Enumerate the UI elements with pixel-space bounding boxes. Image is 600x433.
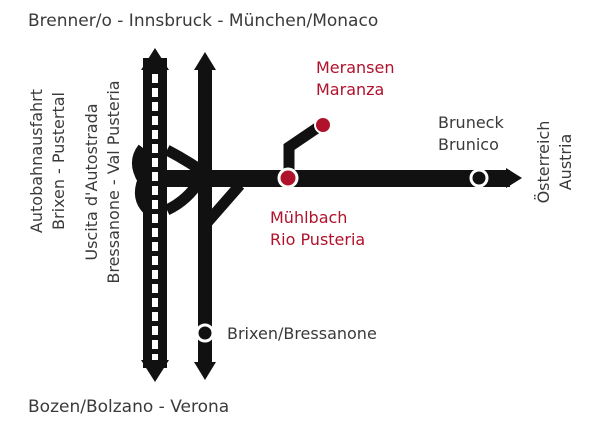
bruneck-label-it: Brunico xyxy=(438,135,499,154)
brixen-label: Brixen/Bressanone xyxy=(227,324,377,343)
pustertal-road xyxy=(165,168,522,188)
meransen-label-de: Meransen xyxy=(316,58,395,77)
meransen-marker xyxy=(314,116,332,134)
exit-label-de: Autobahnausfahrt Brixen - Pustertal xyxy=(26,71,70,251)
muehlbach-label-de: Mühlbach xyxy=(270,208,348,227)
muehlbach-label-it: Rio Pusteria xyxy=(270,230,366,249)
north-route-label: Brenner/o - Innsbruck - München/Monaco xyxy=(28,11,379,31)
state-road xyxy=(194,52,216,380)
bruneck-label-de: Bruneck xyxy=(438,113,504,132)
motorway-north-arrow xyxy=(141,48,169,70)
south-route-label: Bozen/Bolzano - Verona xyxy=(28,397,230,417)
brixen-marker xyxy=(195,323,215,343)
exit-label-it-line2: Bressanone - Val Pusteria xyxy=(104,80,123,284)
exit-label-de-line2: Brixen - Pustertal xyxy=(49,92,68,230)
austria-label: Österreich Austria xyxy=(533,112,577,212)
exit-label-it-line1: Uscita d'Autostrada xyxy=(82,103,101,261)
motorway-south-arrow xyxy=(141,360,169,382)
muehlbach-marker xyxy=(277,167,299,189)
state-road-north-arrow xyxy=(194,52,216,70)
austria-label-de: Österreich xyxy=(534,120,553,204)
connector-road xyxy=(200,181,245,229)
exit-label-it: Uscita d'Autostrada Bressanone - Val Pus… xyxy=(81,62,125,302)
bruneck-label: Bruneck Brunico xyxy=(438,112,504,156)
exit-label-de-line1: Autobahnausfahrt xyxy=(27,88,46,234)
meransen-label-it: Maranza xyxy=(316,80,385,99)
meransen-road xyxy=(283,121,324,172)
motorway xyxy=(141,48,169,382)
pustertal-east-arrow xyxy=(506,168,522,188)
state-road-south-arrow xyxy=(194,362,216,380)
austria-label-en: Austria xyxy=(556,133,575,191)
bruneck-marker xyxy=(469,168,489,188)
muehlbach-label: Mühlbach Rio Pusteria xyxy=(270,207,365,251)
meransen-label: Meransen Maranza xyxy=(316,57,395,101)
